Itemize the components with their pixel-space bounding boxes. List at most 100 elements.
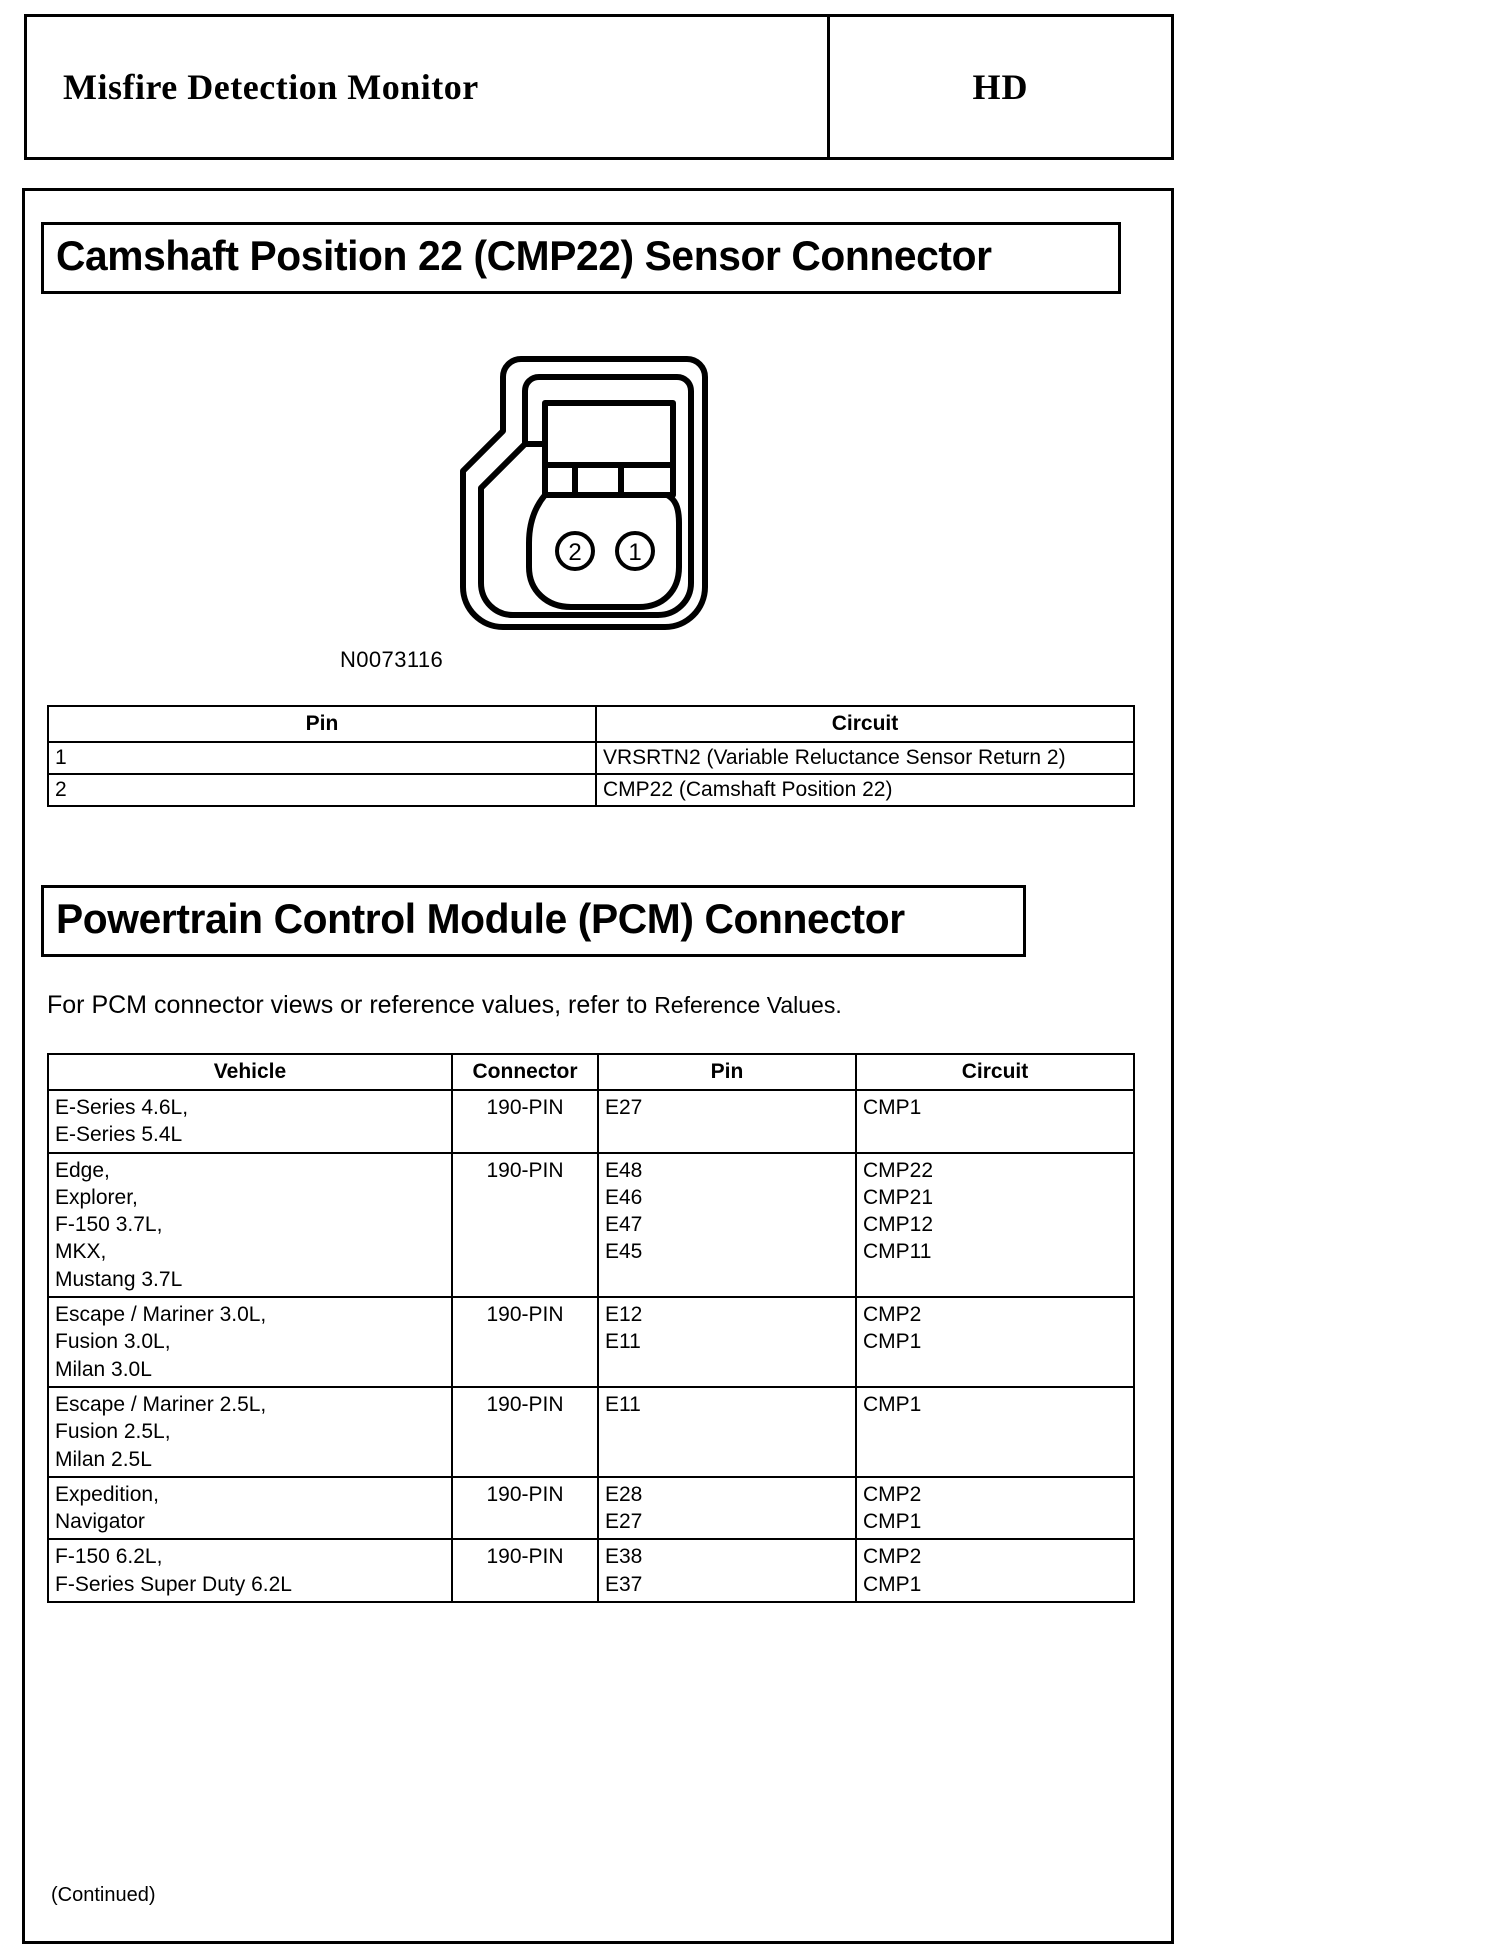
pcm-reference-note: For PCM connector views or reference val… — [47, 991, 842, 1020]
table-row: Edge,Explorer,F-150 3.7L,MKX,Mustang 3.7… — [47, 1151, 1135, 1299]
cell-circuit: CMP22 (Camshaft Position 22) — [595, 773, 1135, 807]
cell-pin-line: E48 — [605, 1158, 643, 1182]
continued-marker: (Continued) — [51, 1884, 156, 1906]
cell-connector-line: 190-PIN — [486, 1303, 564, 1327]
section-heading-cmp22-label: Camshaft Position 22 (CMP22) Sensor Conn… — [56, 231, 992, 279]
cell-pin-line: E12 — [605, 1303, 643, 1327]
cell-connector: 190-PIN — [451, 1089, 599, 1154]
cell-circuit-line: CMP1 — [863, 1572, 922, 1596]
reference-values-link[interactable]: Reference Values. — [654, 992, 842, 1018]
cell-vehicle-line: Milan 3.0L — [55, 1357, 152, 1381]
table-row: 2 CMP22 (Camshaft Position 22) — [47, 773, 1135, 807]
page-header-code-cell: HD — [830, 17, 1171, 157]
cell-circuit-line: CMP1 — [863, 1330, 922, 1354]
cell-circuit-line: CMP21 — [863, 1185, 934, 1209]
table-row: 1 VRSRTN2 (Variable Reluctance Sensor Re… — [47, 741, 1135, 775]
table-row: Escape / Mariner 2.5L, Fusion 2.5L, Milan … — [47, 1385, 1135, 1478]
column-header-vehicle: Vehicle — [47, 1053, 453, 1091]
connector-shell-outer — [460, 356, 708, 630]
pcm-note-text: For PCM connector views or reference val… — [47, 991, 655, 1019]
cell-vehicle-line: Fusion 3.0L, — [55, 1330, 171, 1354]
page-header: Misfire Detection Monitor HD — [24, 14, 1174, 160]
cell-circuit-line: CMP2 — [863, 1303, 922, 1327]
cell-connector: 190-PIN — [451, 1538, 599, 1604]
monitor-code-badge: HD — [972, 67, 1029, 107]
cell-circuit: VRSRTN2 (Variable Reluctance Sensor Retu… — [595, 741, 1135, 775]
cell-vehicle-line: Mustang 3.7L — [55, 1267, 183, 1291]
cmp22-connector-diagram: 2 1 — [425, 343, 755, 663]
column-header-pin: Pin — [47, 705, 597, 743]
column-header-circuit: Circuit — [595, 705, 1135, 743]
cell-connector: 190-PIN — [451, 1475, 599, 1541]
column-header-pin: Pin — [597, 1053, 857, 1091]
cell-vehicle-line: Navigator — [55, 1510, 145, 1534]
page-title: Misfire Detection Monitor — [63, 67, 479, 107]
cell-pin-line: E28 — [605, 1482, 643, 1506]
document-body-frame: Camshaft Position 22 (CMP22) Sensor Conn… — [22, 188, 1174, 1944]
connector-outline-svg: 2 1 — [460, 356, 708, 630]
cell-vehicle: Edge,Explorer,F-150 3.7L,MKX,Mustang 3.7… — [47, 1151, 453, 1299]
cell-circuit-line: CMP22 — [863, 1158, 934, 1182]
table-header-row: Vehicle Connector Pin Circuit — [47, 1053, 1135, 1091]
cell-pin: 2 — [47, 773, 597, 807]
cell-vehicle-line: MKX, — [55, 1240, 107, 1264]
section-heading-pcm-connector: Powertrain Control Module (PCM) Connecto… — [41, 885, 1026, 957]
cell-vehicle-line: Edge, — [55, 1158, 110, 1182]
cell-vehicle-line: Expedition, — [55, 1482, 159, 1506]
cell-vehicle-line: Escape / Mariner 2.5L, — [55, 1392, 267, 1416]
cell-pin: E11 — [597, 1385, 857, 1478]
cell-circuit-line: CMP2 — [863, 1545, 922, 1569]
connector-latch-dividers — [572, 462, 624, 498]
cell-connector: 190-PIN — [451, 1296, 599, 1388]
pin-1-label: 1 — [628, 539, 641, 566]
cell-vehicle-line: Escape / Mariner 3.0L, — [55, 1303, 267, 1327]
section-heading-pcm-label: Powertrain Control Module (PCM) Connecto… — [56, 894, 905, 942]
cell-pin-line: E27 — [605, 1510, 643, 1534]
cell-vehicle-line: Explorer, — [55, 1185, 138, 1209]
cell-circuit-line: CMP2 — [863, 1482, 922, 1506]
cell-pin-line: E11 — [605, 1330, 641, 1354]
cell-vehicle: Escape / Mariner 3.0L, Fusion 3.0L, Milan … — [47, 1296, 453, 1388]
cell-pin-line: E37 — [605, 1572, 643, 1596]
page-header-title-cell: Misfire Detection Monitor — [27, 17, 830, 157]
connector-shell-middle — [478, 374, 694, 618]
connector-latch-lower — [542, 462, 676, 498]
pin-callouts: 2 1 — [555, 531, 655, 571]
cell-vehicle-line: F-150 6.2L, — [55, 1545, 163, 1569]
cell-circuit: CMP1 — [855, 1089, 1135, 1154]
table-row: Escape / Mariner 3.0L, Fusion 3.0L, Milan … — [47, 1296, 1135, 1388]
cell-vehicle: E-Series 4.6L,E-Series 5.4L — [47, 1089, 453, 1154]
table-row: F-150 6.2L, F-Series Super Duty 6.2L 190-P… — [47, 1538, 1135, 1604]
cell-vehicle-line: F-Series Super Duty 6.2L — [55, 1572, 292, 1596]
column-header-circuit: Circuit — [855, 1053, 1135, 1091]
cell-circuit-line: CMP1 — [863, 1392, 922, 1416]
cell-connector: 190-PIN — [451, 1151, 599, 1299]
cell-pin-line: E47 — [605, 1213, 643, 1237]
cell-connector-line: 190-PIN — [486, 1392, 564, 1416]
table-header-row: Pin Circuit — [47, 705, 1135, 743]
cmp22-pin-circuit-table: Pin Circuit 1 VRSRTN2 (Variable Reluctan… — [47, 705, 1135, 807]
cell-connector-line: 190-PIN — [486, 1482, 564, 1506]
cell-pin: E27 — [597, 1089, 857, 1154]
cell-vehicle-line: Fusion 2.5L, — [55, 1420, 171, 1444]
pin-2-circle — [555, 531, 595, 571]
cell-connector-line: 190-PIN — [486, 1545, 564, 1569]
cell-circuit-line: CMP1 — [863, 1510, 922, 1534]
connector-mating-face — [526, 492, 682, 610]
cell-circuit-line: CMP11 — [863, 1240, 932, 1264]
cell-vehicle-line: Milan 2.5L — [55, 1447, 152, 1471]
cell-vehicle: Escape / Mariner 2.5L, Fusion 2.5L, Milan … — [47, 1385, 453, 1478]
connector-part-number: N0073116 — [340, 647, 444, 672]
cell-pin-line: E45 — [605, 1240, 643, 1264]
connector-latch-block — [522, 400, 676, 468]
cell-pin-line: E11 — [605, 1392, 641, 1416]
column-header-connector: Connector — [451, 1053, 599, 1091]
